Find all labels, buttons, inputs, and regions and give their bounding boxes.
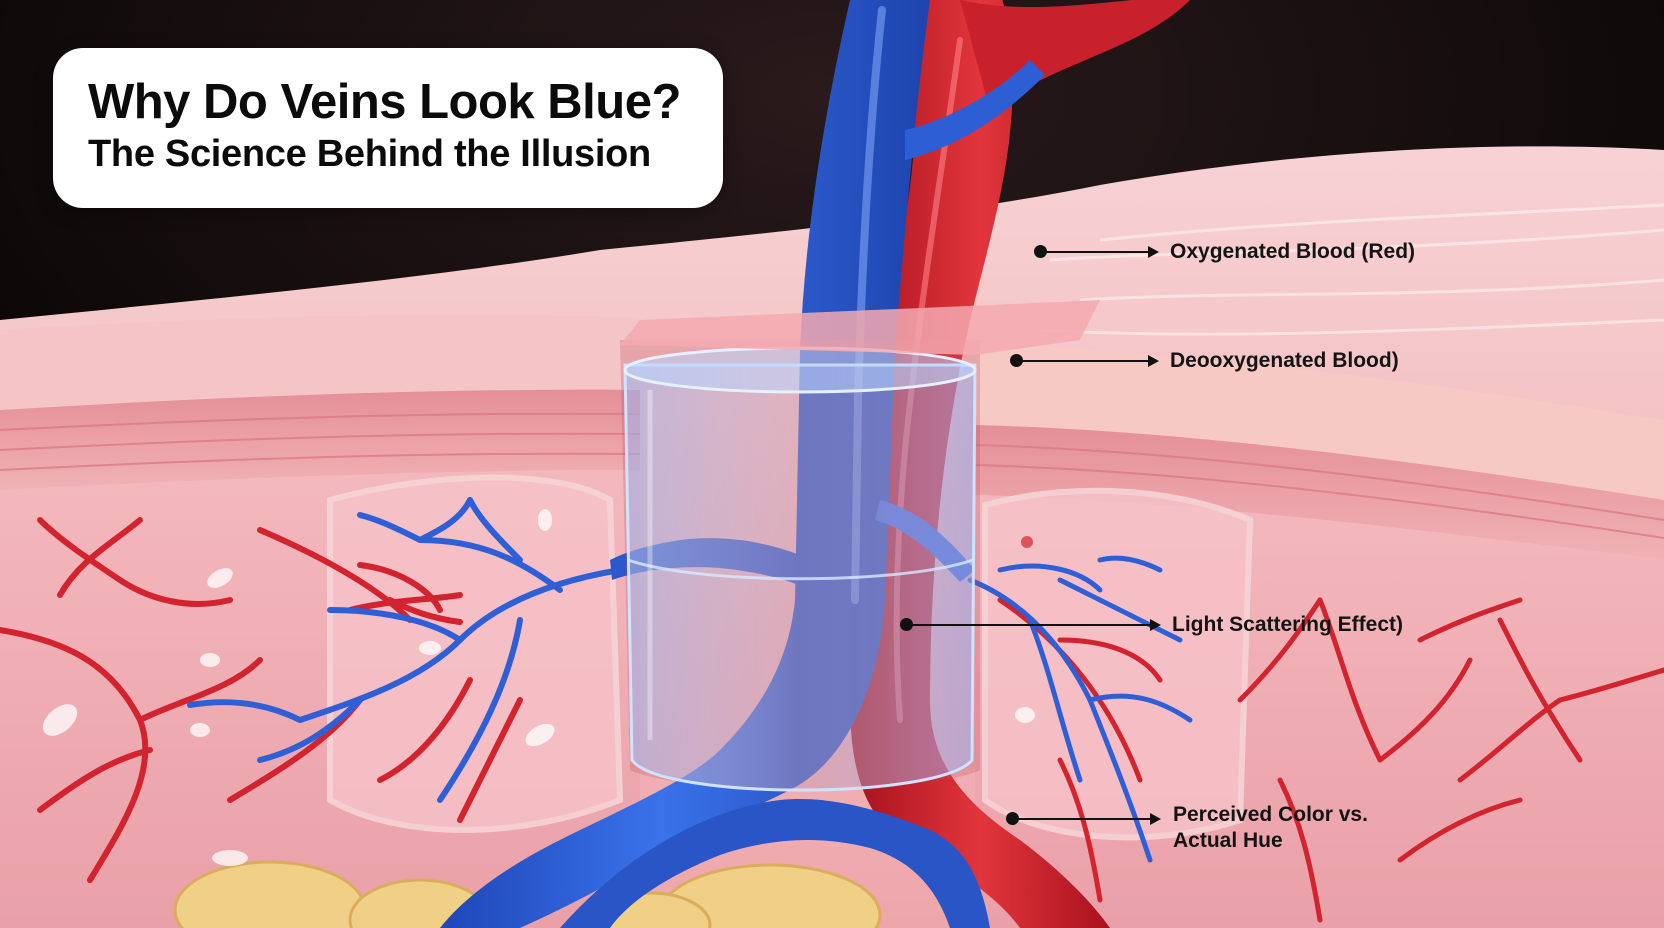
- callout-deoxygenated-label: Deooxygenated Blood): [1170, 349, 1399, 372]
- callout-deoxygenated-arrowhead: [1148, 355, 1159, 367]
- callout-perceived-arrowhead: [1150, 813, 1161, 825]
- glass-cylinder-band: [627, 558, 974, 581]
- callout-light-scattering-label: Light Scattering Effect): [1172, 613, 1404, 636]
- tissue-lobe-right: [982, 487, 1254, 841]
- callout-light-scattering-line: [906, 624, 1152, 626]
- vein-lower-sweep: [560, 799, 990, 928]
- main-title: Why Do Veins Look Blue?: [88, 75, 681, 129]
- vein-branch-top: [905, 60, 1045, 160]
- title-card: Why Do Veins Look Blue? The Science Behi…: [53, 48, 723, 208]
- incision-top-plate: [620, 300, 1100, 355]
- cells: [42, 509, 1035, 866]
- tissue-lobe-left: [327, 474, 624, 833]
- capillaries-red-right: [997, 597, 1664, 923]
- capillaries-blue-left: [187, 497, 623, 803]
- callout-light-scattering-arrowhead: [1150, 619, 1161, 631]
- red-cell: [1021, 536, 1033, 548]
- callout-perceived-line: [1012, 818, 1152, 820]
- subtitle: The Science Behind the Illusion: [88, 133, 651, 175]
- dermis-stripes-right: [974, 444, 1664, 539]
- epidermis-edge-left: [0, 314, 640, 410]
- glass-cylinder-top: [623, 346, 977, 394]
- epidermis-edge-right: [975, 345, 1664, 500]
- capillaries-blue-right: [967, 555, 1193, 863]
- dermis-layer-right: [975, 425, 1664, 560]
- callout-oxygenated-line: [1040, 251, 1150, 253]
- callout-oxygenated-arrowhead: [1148, 246, 1159, 258]
- dermis-stripes-left: [0, 412, 641, 471]
- callout-oxygenated-label: Oxygenated Blood (Red): [1170, 240, 1416, 263]
- skin-texture: [1039, 203, 1664, 336]
- callout-perceived-label: Perceived Color vs. Actual Hue: [1173, 803, 1368, 852]
- callout-deoxygenated-line: [1016, 360, 1150, 362]
